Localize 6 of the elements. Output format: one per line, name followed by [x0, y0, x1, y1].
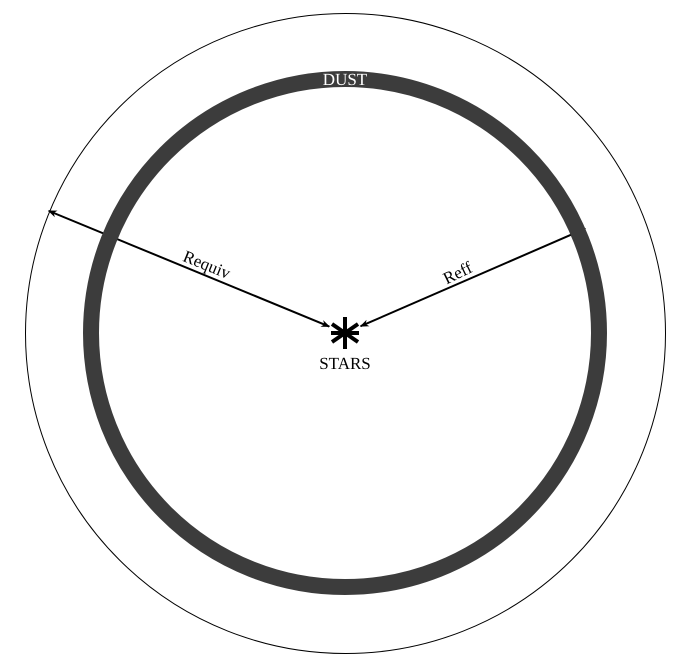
arrow [48, 210, 330, 328]
edge-label: Requiv [180, 248, 233, 282]
ring-label: DUST [322, 71, 368, 88]
arrow [360, 228, 586, 328]
star-label: STARS [319, 355, 371, 372]
edge-label: Reff [440, 259, 474, 288]
